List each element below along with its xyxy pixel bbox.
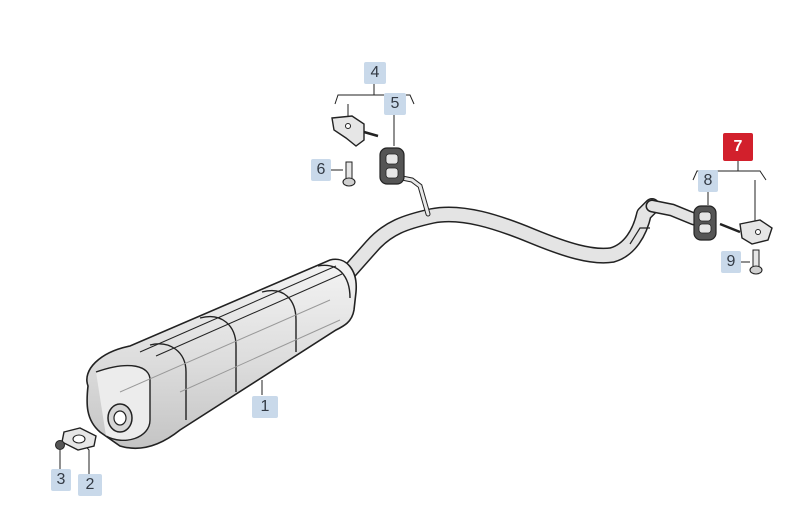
rear-rubber-mount-part <box>693 205 717 241</box>
exhaust-pipe <box>332 175 701 290</box>
front-bracket-part <box>331 115 379 147</box>
callout-1[interactable]: 1 <box>252 396 278 418</box>
rear-bolt-part <box>749 249 763 275</box>
leader-lines <box>59 84 767 474</box>
rear-silencer-body <box>86 258 357 450</box>
gasket-part <box>61 427 97 451</box>
front-bolt-part <box>342 161 356 187</box>
rear-bracket-part <box>719 219 773 245</box>
callout-2[interactable]: 2 <box>78 474 102 496</box>
front-rubber-mount-part <box>379 147 405 185</box>
callout-7[interactable]: 7 <box>723 133 753 161</box>
callout-9[interactable]: 9 <box>721 251 741 273</box>
nut-part <box>55 440 65 450</box>
callout-4[interactable]: 4 <box>364 62 386 84</box>
callout-6[interactable]: 6 <box>311 159 331 181</box>
callout-5[interactable]: 5 <box>384 93 406 115</box>
callout-3[interactable]: 3 <box>51 469 71 491</box>
callout-8[interactable]: 8 <box>698 170 718 192</box>
